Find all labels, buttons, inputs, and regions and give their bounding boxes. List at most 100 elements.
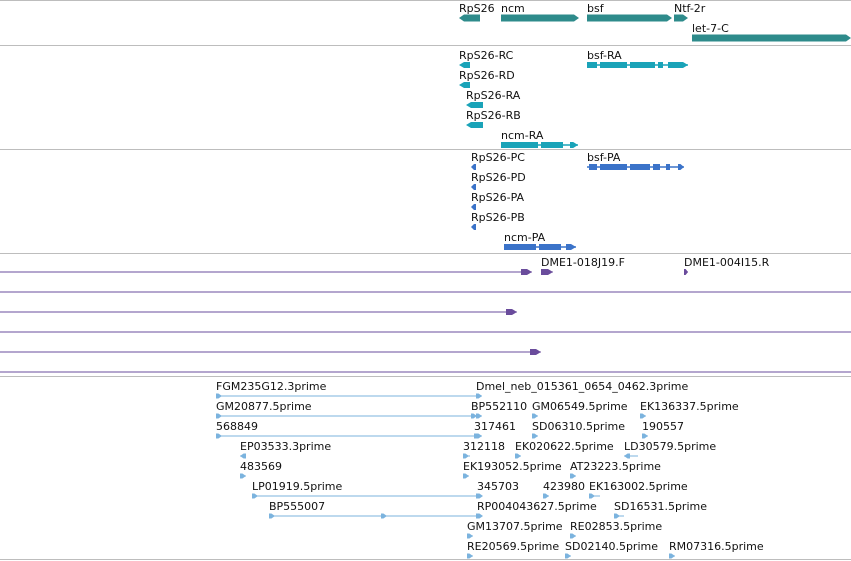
est-feature[interactable]: Dmel_neb_015361_0654_0462.3prime [476, 380, 688, 399]
est-marker[interactable] [532, 413, 538, 419]
exon-block[interactable] [504, 244, 536, 250]
est-feature[interactable]: GM13707.5prime [467, 520, 563, 539]
est-marker[interactable] [463, 473, 469, 479]
est-feature[interactable]: SD02140.5prime [565, 540, 658, 559]
transcript-feature[interactable]: RpS26-RC [459, 49, 514, 68]
feature-bar[interactable] [501, 14, 579, 22]
exon-block[interactable] [541, 142, 563, 148]
exon-block[interactable] [566, 244, 576, 250]
clone-feature[interactable]: DME1-004I15.R [684, 256, 770, 275]
est-marker[interactable] [477, 493, 483, 499]
transcript-feature[interactable]: RpS26-RA [466, 89, 521, 108]
est-feature[interactable]: GM06549.5prime [532, 400, 628, 419]
exon-block[interactable] [600, 62, 627, 68]
est-feature[interactable]: RP004043627.5prime [477, 500, 597, 519]
feature-bar[interactable] [471, 184, 476, 190]
est-feature[interactable]: 317461 [474, 420, 516, 439]
est-feature[interactable]: LP01919.5prime [252, 480, 482, 499]
est-marker[interactable] [477, 513, 483, 519]
exon-block[interactable] [539, 244, 561, 250]
est-feature[interactable]: FGM235G12.3prime [216, 380, 482, 399]
est-feature[interactable]: BP555007 [269, 500, 482, 519]
feature-bar[interactable] [587, 14, 672, 22]
transcript-feature[interactable]: bsf-RA [587, 49, 688, 68]
est-marker[interactable] [463, 453, 469, 459]
est-feature[interactable]: RM07316.5prime [669, 540, 764, 559]
est-feature[interactable]: EK163002.5prime [589, 480, 688, 499]
est-marker[interactable] [269, 513, 275, 519]
exon-block[interactable] [587, 62, 597, 68]
clone-end-marker[interactable] [521, 269, 532, 275]
est-feature[interactable]: SD06310.5prime [532, 420, 625, 439]
clone-end-marker[interactable] [506, 309, 517, 315]
est-marker[interactable] [216, 393, 222, 399]
est-marker[interactable] [467, 533, 473, 539]
est-feature[interactable]: EK193052.5prime [463, 460, 562, 479]
clone-end-marker[interactable] [541, 269, 553, 275]
transcript-feature[interactable]: ncm-RA [501, 129, 578, 148]
est-marker[interactable] [252, 493, 258, 499]
feature-bar[interactable] [674, 14, 688, 22]
est-feature[interactable]: 483569 [240, 460, 282, 479]
est-marker[interactable] [543, 493, 549, 499]
est-marker[interactable] [614, 513, 620, 519]
exon-block[interactable] [570, 142, 578, 148]
est-feature[interactable]: 345703 [477, 480, 519, 499]
est-marker[interactable] [471, 413, 477, 419]
est-marker[interactable] [565, 553, 571, 559]
exon-block[interactable] [668, 62, 688, 68]
est-marker[interactable] [474, 433, 480, 439]
feature-bar[interactable] [692, 34, 851, 42]
exon-block[interactable] [630, 62, 655, 68]
feature-bar[interactable] [459, 82, 470, 88]
est-marker[interactable] [570, 473, 576, 479]
gene-feature[interactable]: ncm [501, 2, 579, 22]
clone-feature[interactable] [0, 269, 532, 275]
est-feature[interactable]: EK136337.5prime [640, 400, 739, 419]
protein-feature[interactable]: ncm-PA [504, 231, 576, 250]
transcript-feature[interactable]: RpS26-RD [459, 69, 515, 88]
est-marker[interactable] [515, 453, 521, 459]
est-marker[interactable] [642, 433, 648, 439]
feature-bar[interactable] [466, 102, 483, 108]
clone-feature[interactable] [0, 349, 541, 355]
est-marker[interactable] [532, 433, 538, 439]
protein-feature[interactable]: RpS26-PB [471, 211, 525, 230]
est-feature[interactable]: BP552110 [471, 400, 527, 419]
est-marker[interactable] [640, 413, 646, 419]
est-marker[interactable] [570, 533, 576, 539]
est-feature[interactable]: GM20877.5prime [216, 400, 482, 419]
est-marker[interactable] [669, 553, 675, 559]
clone-end-marker[interactable] [684, 269, 688, 275]
est-marker[interactable] [476, 393, 482, 399]
est-feature[interactable]: EK020622.5prime [515, 440, 614, 459]
exon-block[interactable] [678, 164, 684, 170]
est-feature[interactable]: RE20569.5prime [467, 540, 559, 559]
feature-bar[interactable] [466, 122, 483, 128]
exon-block[interactable] [658, 62, 663, 68]
est-marker[interactable] [216, 433, 222, 439]
protein-feature[interactable]: RpS26-PC [471, 151, 525, 170]
feature-bar[interactable] [471, 164, 476, 170]
feature-bar[interactable] [471, 224, 476, 230]
exon-block[interactable] [600, 164, 627, 170]
est-marker[interactable] [589, 493, 595, 499]
clone-feature[interactable]: DME1-018J19.F [541, 256, 625, 275]
protein-feature[interactable]: bsf-PA [587, 151, 684, 170]
feature-bar[interactable] [471, 204, 476, 210]
est-marker[interactable] [624, 453, 630, 459]
feature-bar[interactable] [459, 62, 470, 68]
est-feature[interactable]: 190557 [642, 420, 684, 439]
est-marker[interactable] [240, 453, 246, 459]
est-feature[interactable]: RE02853.5prime [570, 520, 662, 539]
est-feature[interactable]: SD16531.5prime [614, 500, 707, 519]
clone-end-marker[interactable] [530, 349, 541, 355]
gene-feature[interactable]: RpS26 [459, 2, 495, 22]
feature-bar[interactable] [459, 14, 480, 22]
gene-feature[interactable]: Ntf-2r [674, 2, 706, 22]
est-feature[interactable]: AT23223.5prime [570, 460, 661, 479]
est-feature[interactable]: 568849 [216, 420, 482, 439]
exon-block[interactable] [666, 164, 670, 170]
gene-feature[interactable]: let-7-C [692, 22, 851, 42]
est-feature[interactable]: EP03533.3prime [240, 440, 331, 459]
